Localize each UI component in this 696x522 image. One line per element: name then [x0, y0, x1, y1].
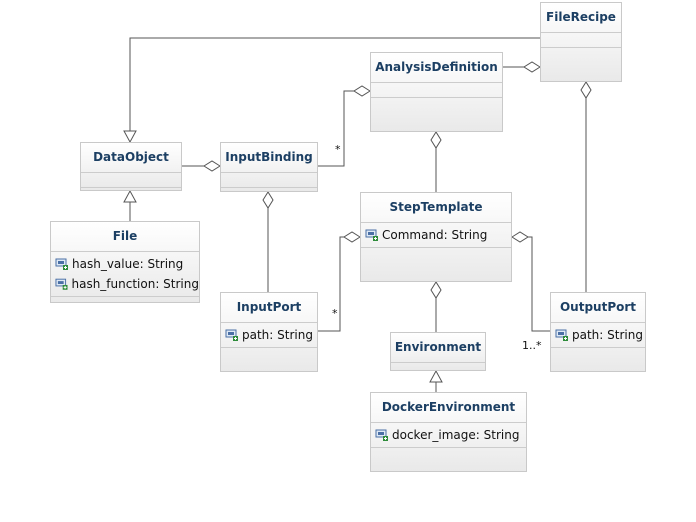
generalization-arrow-dataobject	[123, 130, 137, 144]
public-attribute-icon	[365, 229, 378, 241]
public-attribute-icon	[375, 429, 388, 441]
multiplicity-inputbinding-analysis: *	[335, 143, 341, 156]
class-name: OutputPort	[551, 293, 645, 323]
class-dockerenvironment[interactable]: DockerEnvironment docker_image: String	[370, 392, 527, 472]
class-name: StepTemplate	[361, 193, 511, 223]
class-inputbinding[interactable]: InputBinding	[220, 142, 318, 192]
class-name: FileRecipe	[541, 3, 621, 33]
class-name: Environment	[391, 333, 485, 363]
class-name: File	[51, 222, 199, 252]
aggregation-diamond-step-env	[430, 281, 442, 299]
association-step-inputport	[318, 236, 344, 332]
attribute-text: path: String	[242, 328, 313, 342]
generalization-arrow-environment	[429, 369, 443, 383]
attribute-text: hash_value: String	[72, 257, 184, 271]
class-outputport[interactable]: OutputPort path: String	[550, 292, 646, 372]
attribute-text: hash_function: String	[71, 277, 199, 291]
class-attributes	[371, 83, 502, 98]
attribute-row: hash_function: String	[51, 274, 199, 294]
class-attributes	[221, 173, 317, 188]
aggregation-diamond-inputbinding	[203, 160, 221, 172]
class-inputport[interactable]: InputPort path: String	[220, 292, 318, 372]
aggregation-diamond-analysis-step	[430, 131, 442, 149]
class-analysisdefinition[interactable]: AnalysisDefinition	[370, 52, 503, 132]
class-name: AnalysisDefinition	[371, 53, 502, 83]
public-attribute-icon	[55, 278, 68, 290]
public-attribute-icon	[555, 329, 568, 341]
multiplicity-outputport-step: 1..*	[522, 339, 542, 352]
attribute-row: path: String	[221, 325, 317, 345]
attribute-row: path: String	[551, 325, 645, 345]
class-attributes	[541, 33, 621, 48]
class-attributes: path: String	[551, 323, 645, 348]
class-dataobject[interactable]: DataObject	[80, 142, 182, 191]
attribute-text: path: String	[572, 328, 643, 342]
attribute-text: Command: String	[382, 228, 488, 242]
generalization-filerecipe-dataobject	[129, 37, 540, 132]
attribute-text: docker_image: String	[392, 428, 520, 442]
class-environment[interactable]: Environment	[390, 332, 486, 371]
class-attributes: hash_value: String hash_function: String	[51, 252, 199, 297]
class-filerecipe[interactable]: FileRecipe	[540, 2, 622, 82]
public-attribute-icon	[225, 329, 238, 341]
public-attribute-icon	[55, 258, 68, 270]
class-name: DataObject	[81, 143, 181, 173]
multiplicity-inputport-step: *	[332, 307, 338, 320]
attribute-row: hash_value: String	[51, 254, 199, 274]
association-step-outputport	[528, 236, 550, 332]
aggregation-diamond-step-output	[511, 231, 529, 243]
class-name: InputPort	[221, 293, 317, 323]
class-file[interactable]: File hash_value: String hash_function: S…	[50, 221, 200, 303]
class-steptemplate[interactable]: StepTemplate Command: String	[360, 192, 512, 282]
class-name: DockerEnvironment	[371, 393, 526, 423]
aggregation-diamond-filerecipe-output	[580, 81, 592, 99]
association-inputbinding-analysis	[318, 90, 354, 167]
aggregation-diamond-inputbinding-port	[262, 191, 274, 209]
class-name: InputBinding	[221, 143, 317, 173]
attribute-row: Command: String	[361, 225, 511, 245]
aggregation-diamond-filerecipe-left	[523, 61, 541, 73]
class-attributes: path: String	[221, 323, 317, 348]
aggregation-diamond-analysis-input	[353, 85, 371, 97]
attribute-row: docker_image: String	[371, 425, 526, 445]
class-attributes	[81, 173, 181, 188]
class-attributes: Command: String	[361, 223, 511, 248]
class-attributes: docker_image: String	[371, 423, 526, 448]
aggregation-diamond-step-input	[343, 231, 361, 243]
generalization-arrow-file	[123, 189, 137, 203]
